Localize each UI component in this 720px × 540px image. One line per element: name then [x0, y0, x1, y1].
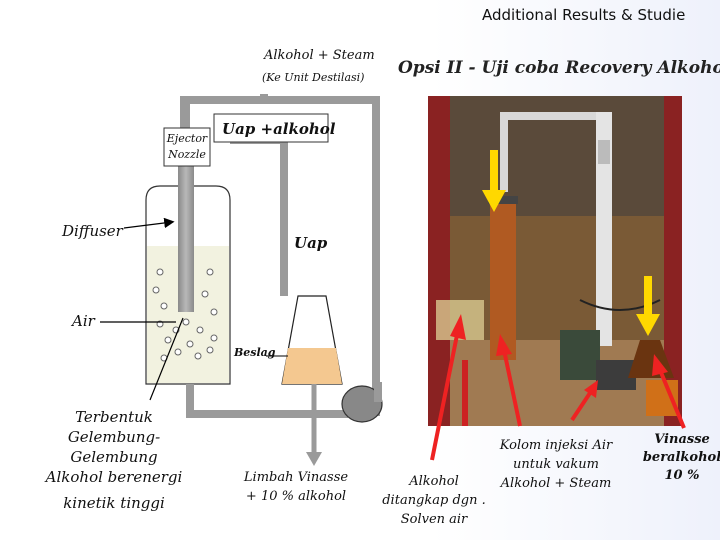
kolom-label: Kolom injeksi Air untuk vakum Alkohol + … — [486, 436, 626, 493]
alkohol-ditangkap-label: Alkohol ditangkap dgn . Solven air — [366, 472, 502, 529]
top-return-pipe — [180, 96, 374, 104]
ejector-line-1: Ejector — [166, 132, 208, 145]
ejector-feed-pipe — [180, 100, 190, 134]
beslag-label: Beslag — [234, 346, 276, 359]
terbentuk-line-1: Terbentuk — [75, 408, 153, 426]
vinasse-line-2: beralkohol — [642, 450, 720, 465]
uap-alkohol-box — [213, 113, 329, 143]
down-arrow-icon — [306, 452, 322, 466]
ditangkap-line-2: ditangkap dgn . — [382, 493, 486, 508]
uap-pipe — [280, 136, 288, 296]
vinasse-line-3: 10 % — [664, 468, 700, 483]
right-vertical-pipe — [372, 96, 380, 416]
limbah-label: Limbah Vinasse + 10 % alkohol — [236, 468, 356, 506]
kolom-line-3: Alkohol + Steam — [500, 476, 612, 491]
kolom-line-2: untuk vakum — [512, 457, 600, 472]
red-arrows — [430, 314, 686, 461]
mash-liquid — [282, 348, 342, 384]
vinasse-line-1: Vinasse — [654, 432, 710, 447]
yellow-arrows — [482, 150, 660, 336]
air-label: Air — [72, 312, 95, 330]
terbentuk-line-4: Alkohol berenergi — [45, 468, 183, 486]
terbentuk-line-5: kinetik tinggi — [63, 494, 165, 512]
ditangkap-line-1: Alkohol — [409, 474, 459, 489]
terbentuk-line-2: Gelembung- — [67, 428, 161, 446]
terbentuk-label: Terbentuk Gelembung- Gelembung Alkohol b… — [44, 407, 184, 513]
ejector-nozzle — [178, 134, 194, 312]
alkohol-steam-label: Alkohol + Steam — [264, 48, 375, 63]
terbentuk-line-3: Gelembung — [70, 448, 158, 466]
bubble-pointer — [149, 317, 184, 401]
diffuser-pointer — [123, 217, 175, 229]
uap-label: Uap — [294, 234, 328, 252]
equipment-photo — [428, 96, 682, 426]
ke-unit-label: (Ke Unit Destilasi) — [262, 71, 365, 84]
vinasse-label: Vinasse beralkohol 10 % — [640, 431, 720, 485]
uap-alkohol-label: Uap +alkohol — [222, 120, 336, 138]
diffuser-label: Diffuser — [62, 222, 123, 240]
ejector-line-2: Nozzle — [168, 148, 206, 161]
slide-subtitle: Opsi II - Uji coba Recovery Alkohol — [398, 58, 720, 78]
vessel-bottom-pipe — [186, 384, 194, 414]
limbah-line-1: Limbah Vinasse — [243, 470, 349, 485]
pump-outlet-pipe — [374, 382, 382, 402]
ejector-nozzle-label: Ejector Nozzle — [164, 131, 210, 163]
pump-icon — [341, 385, 383, 423]
page-title: Additional Results & Studie — [482, 6, 686, 24]
ditangkap-line-3: Solven air — [400, 512, 468, 527]
alkohol-steam-box — [252, 44, 380, 94]
limbah-line-2: + 10 % alkohol — [245, 489, 347, 504]
ejector-label-box — [163, 127, 211, 167]
bottom-return-pipe — [186, 410, 348, 418]
kolom-line-1: Kolom injeksi Air — [499, 438, 613, 453]
